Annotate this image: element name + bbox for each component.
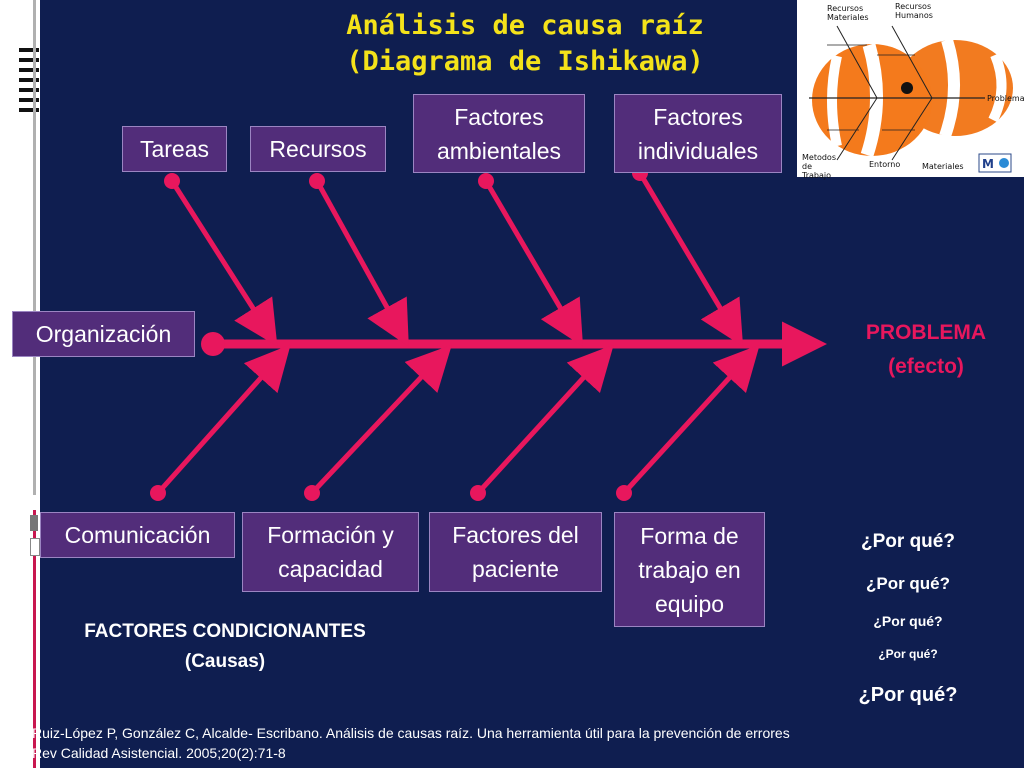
bone-equipo — [622, 344, 760, 495]
bone-dot — [150, 485, 166, 501]
effect-label: PROBLEMA (efecto) — [865, 321, 987, 378]
thumbnail-label: Entorno — [869, 160, 901, 169]
cause-box-recursos: Recursos — [250, 126, 386, 172]
bone-dot — [304, 485, 320, 501]
bone-dot — [616, 485, 632, 501]
bone-dot — [470, 485, 486, 501]
thumbnail-logo: M — [982, 157, 994, 171]
side-divider-line — [33, 0, 36, 495]
clownfish-ishikawa-thumbnail: M Recursos Materiales Recursos Humanos P… — [797, 0, 1024, 180]
why-question: ¿Por qué? — [873, 613, 943, 629]
bone-comunicacion — [156, 344, 291, 495]
side-marker — [30, 538, 40, 556]
bone-recursos — [314, 179, 409, 347]
why-question: ¿Por qué? — [865, 574, 951, 593]
cause-box-tareas: Tareas — [122, 126, 227, 172]
clownfish-image: M — [809, 25, 1013, 173]
reference-line-2: Rev Calidad Asistencial. 2005;20(2):71-8 — [32, 745, 286, 761]
slide-title: Análisis de causa raíz (Diagrama de Ishi… — [346, 10, 704, 77]
side-marker — [30, 515, 38, 531]
thumbnail-label: Materiales — [922, 162, 964, 171]
cause-box-comunicacion: Comunicación — [40, 512, 235, 558]
side-tick-marks — [19, 48, 39, 118]
why-question: ¿Por qué? — [858, 684, 958, 706]
thumbnail-label: Problema — [987, 94, 1024, 103]
bone-dot — [478, 173, 494, 189]
why-question: ¿Por qué? — [861, 531, 955, 552]
bone-ambientales — [483, 179, 584, 347]
thumbnail-label: Recursos Materiales — [827, 4, 869, 22]
spine-tail-dot — [201, 332, 225, 356]
reference-line-1: Ruiz-López P, González C, Alcalde- Escri… — [32, 725, 790, 741]
cause-box-organizacion: Organización — [12, 311, 195, 357]
bone-individuales — [637, 171, 744, 347]
bone-dot — [309, 173, 325, 189]
left-margin-strip — [0, 0, 40, 768]
why-question: ¿Por qué? — [878, 647, 938, 661]
bone-tareas — [169, 179, 278, 347]
side-accent-line — [33, 510, 36, 768]
bone-dot — [164, 173, 180, 189]
bone-formacion — [310, 344, 452, 495]
thumbnail-label: Recursos Humanos — [895, 2, 933, 20]
thumbnail-label: Metodos de Trabajo — [802, 153, 836, 180]
factors-caption: FACTORES CONDICIONANTES (Causas) — [84, 621, 366, 672]
bone-paciente — [476, 344, 614, 495]
